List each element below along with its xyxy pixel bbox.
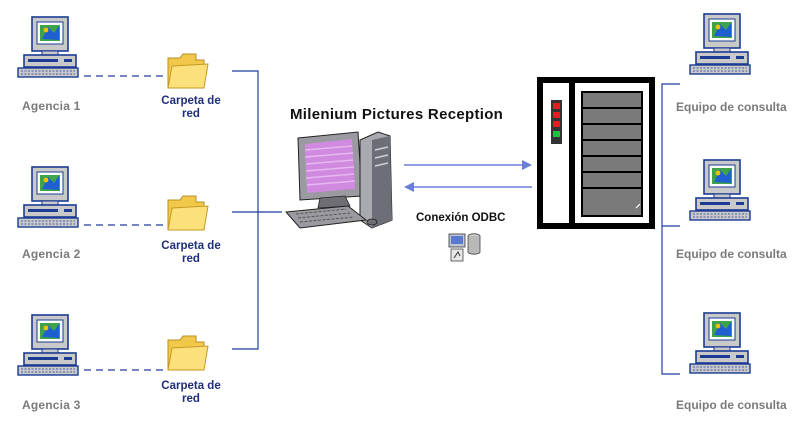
- consult-station-1-label: Equipo de consulta: [676, 100, 787, 114]
- consult-bracket: [661, 83, 680, 375]
- folder-2-label: Carpeta de red: [161, 240, 221, 265]
- folder-2-icon: [167, 195, 209, 231]
- folder-1-icon: [167, 53, 209, 89]
- odbc-label: Conexión ODBC: [416, 212, 506, 224]
- agency-2-label: Agencia 2: [22, 247, 81, 261]
- diagram-title: Milenium Pictures Reception: [290, 106, 504, 123]
- consult-station-2-computer: [689, 159, 751, 221]
- consult-station-2-label: Equipo de consulta: [676, 247, 787, 261]
- arrow-to-workstation-head: [404, 182, 414, 192]
- folders-bracket: [232, 70, 282, 350]
- folder-3-icon: [167, 335, 209, 371]
- agency-2-computer: [17, 166, 79, 228]
- central-workstation-icon: [284, 131, 393, 229]
- consult-station-3-computer: [689, 312, 751, 374]
- consult-station-3-label: Equipo de consulta: [676, 398, 787, 412]
- agency-3-computer: [17, 314, 79, 376]
- odbc-icon: [448, 233, 481, 262]
- database-server-icon: [537, 77, 655, 229]
- arrow-to-server-head: [522, 160, 532, 170]
- agency-1-label: Agencia 1: [22, 99, 81, 113]
- agency-1-computer: [17, 16, 79, 78]
- folder-3-label: Carpeta de red: [161, 380, 221, 405]
- folder-1-label: Carpeta de red: [161, 95, 221, 120]
- consult-station-1-computer: [689, 13, 751, 75]
- agency-3-label: Agencia 3: [22, 398, 81, 412]
